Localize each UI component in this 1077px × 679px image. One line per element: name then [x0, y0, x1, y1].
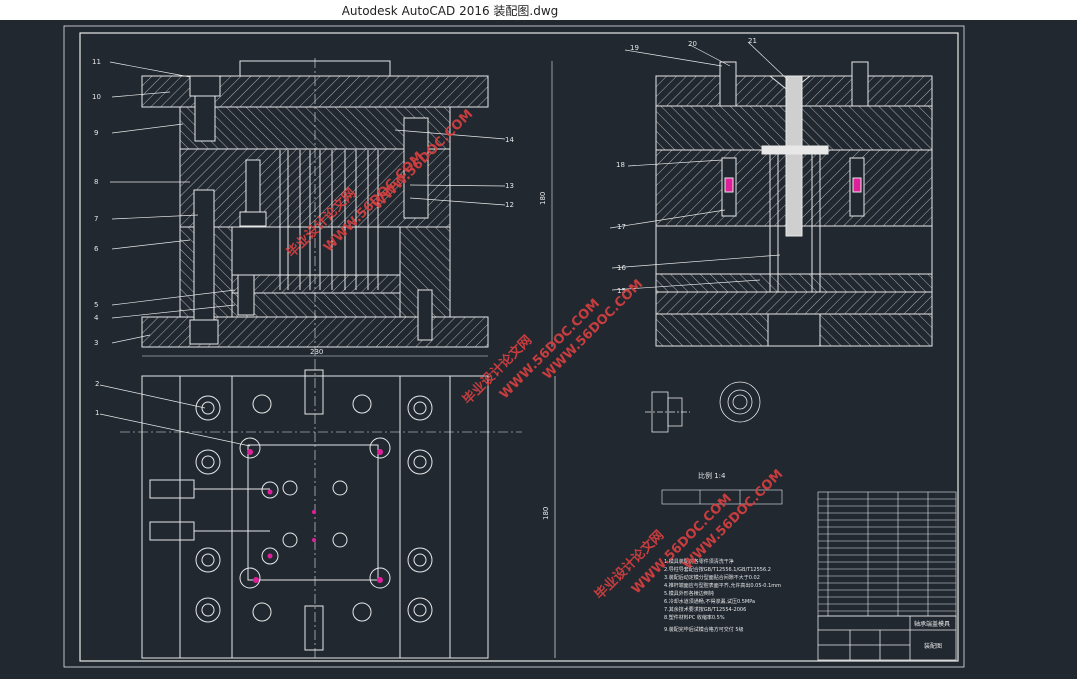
- callout-6: 6: [94, 245, 99, 253]
- callout-4: 4: [94, 314, 99, 322]
- plan-callouts: [99, 376, 556, 658]
- note-2: 2.导柱导套配合按GB/T12556.1/GB/T12556.2: [664, 566, 771, 573]
- note-9: 9.装配完毕后试模合格方可交付 5级: [664, 626, 744, 633]
- scale-label: 比例 1:4: [698, 471, 726, 480]
- callout-11: 11: [92, 58, 101, 66]
- plan-accents: [247, 449, 383, 583]
- front-section-view[interactable]: [141, 58, 489, 360]
- callout-16: 16: [617, 264, 626, 272]
- watermark-4: WWW.56DOC.COM: [540, 277, 646, 383]
- note-6: 6.冷却水道须通畅,不得渗漏,试压0.5MPa: [664, 598, 755, 605]
- callout-9: 9: [94, 129, 98, 137]
- callout-17: 17: [617, 223, 626, 231]
- side-section-view[interactable]: [655, 61, 933, 347]
- note-1: 1.模具装配前各零件须清洗干净: [664, 558, 734, 565]
- callout-18: 18: [616, 161, 625, 169]
- front-callouts: [109, 61, 506, 344]
- callout-21: 21: [748, 37, 757, 45]
- drawing-border: [63, 25, 965, 668]
- callout-7: 7: [94, 215, 98, 223]
- parts-list: [817, 491, 957, 617]
- part-detail: [645, 381, 761, 433]
- callout-2: 2: [95, 380, 99, 388]
- side-callouts: [609, 41, 789, 291]
- callout-19: 19: [630, 44, 639, 52]
- note-4: 4.推杆端面应与型腔表面平齐,允许高出0.05-0.1mm: [664, 582, 781, 589]
- window-title: Autodesk AutoCAD 2016 装配图.dwg: [341, 4, 559, 18]
- callout-5: 5: [94, 301, 98, 309]
- dim-width: 230: [310, 348, 323, 356]
- front-dimensions: [142, 61, 553, 357]
- note-3: 3.装配后动定模分型面贴合间隙不大于0.02: [664, 574, 760, 581]
- dim-height: 180: [539, 192, 547, 205]
- callout-8: 8: [94, 178, 98, 186]
- callout-12: 12: [505, 201, 514, 209]
- plan-bolts: [195, 394, 433, 623]
- title-drawing-name: 轴承端盖模具: [914, 620, 950, 628]
- dim-plan-height: 180: [542, 507, 550, 520]
- plan-view[interactable]: [120, 360, 522, 660]
- note-5: 5.模具外形各棱边倒钝: [664, 590, 714, 597]
- callout-3: 3: [94, 339, 98, 347]
- note-7: 7.其余技术要求按GB/T12554-2006: [664, 606, 746, 613]
- callout-1: 1: [95, 409, 99, 417]
- notes-header: [661, 489, 783, 505]
- callout-14: 14: [505, 136, 514, 144]
- callout-15: 15: [617, 287, 626, 295]
- title-label: 装配图: [924, 642, 942, 650]
- svg-text:WWW.56DOC.COM: WWW.56DOC.COM: [540, 277, 646, 383]
- technical-notes: 1.模具装配前各零件须清洗干净 2.导柱导套配合按GB/T12556.1/GB/…: [664, 558, 781, 633]
- note-8: 8.塑件材料PC 收缩率0.5%: [664, 614, 725, 621]
- callout-10: 10: [92, 93, 101, 101]
- callout-13: 13: [505, 182, 514, 190]
- title-block: [817, 615, 957, 661]
- drawing-canvas[interactable]: 11 10 9 8 7 6 5 4 3 14 13 12 230 180: [0, 20, 1077, 675]
- title-bar: Autodesk AutoCAD 2016 装配图.dwg: [0, 0, 1077, 20]
- callout-20: 20: [688, 40, 697, 48]
